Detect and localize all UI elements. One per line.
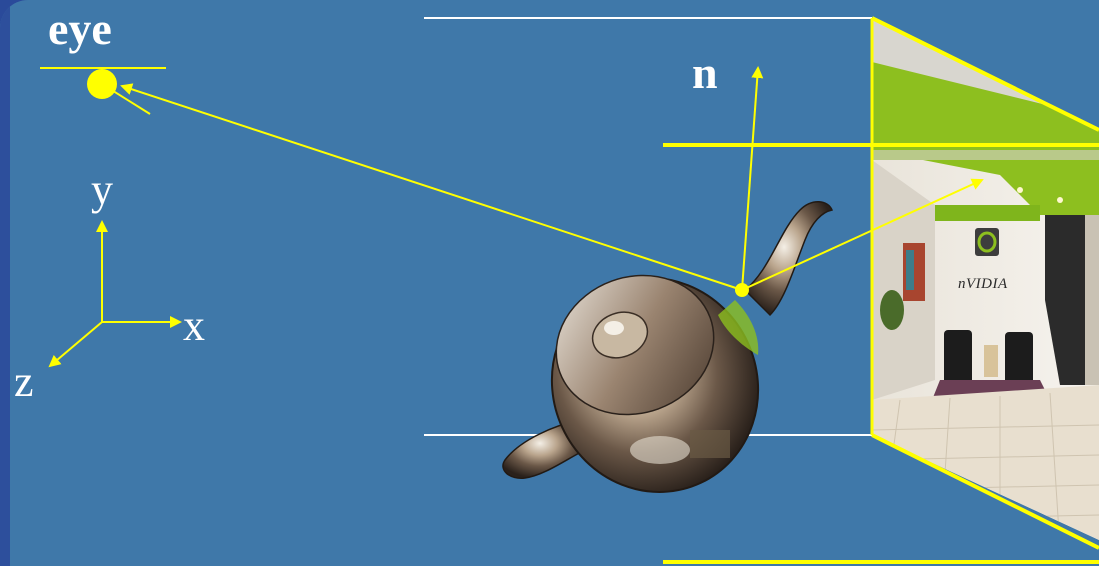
chrome-teapot xyxy=(503,202,832,526)
z-axis-label: z xyxy=(14,360,34,404)
nvidia-wall-text: nVIDIA xyxy=(958,276,1008,293)
normal-vector xyxy=(742,68,758,290)
eye-label: eye xyxy=(48,6,112,52)
x-axis-label: x xyxy=(183,304,205,348)
y-axis-label: y xyxy=(91,168,113,212)
view-ray xyxy=(122,86,742,290)
z-axis xyxy=(50,322,102,366)
normal-label: n xyxy=(692,50,718,96)
eye-marker xyxy=(87,69,117,99)
hit-point xyxy=(735,283,749,297)
